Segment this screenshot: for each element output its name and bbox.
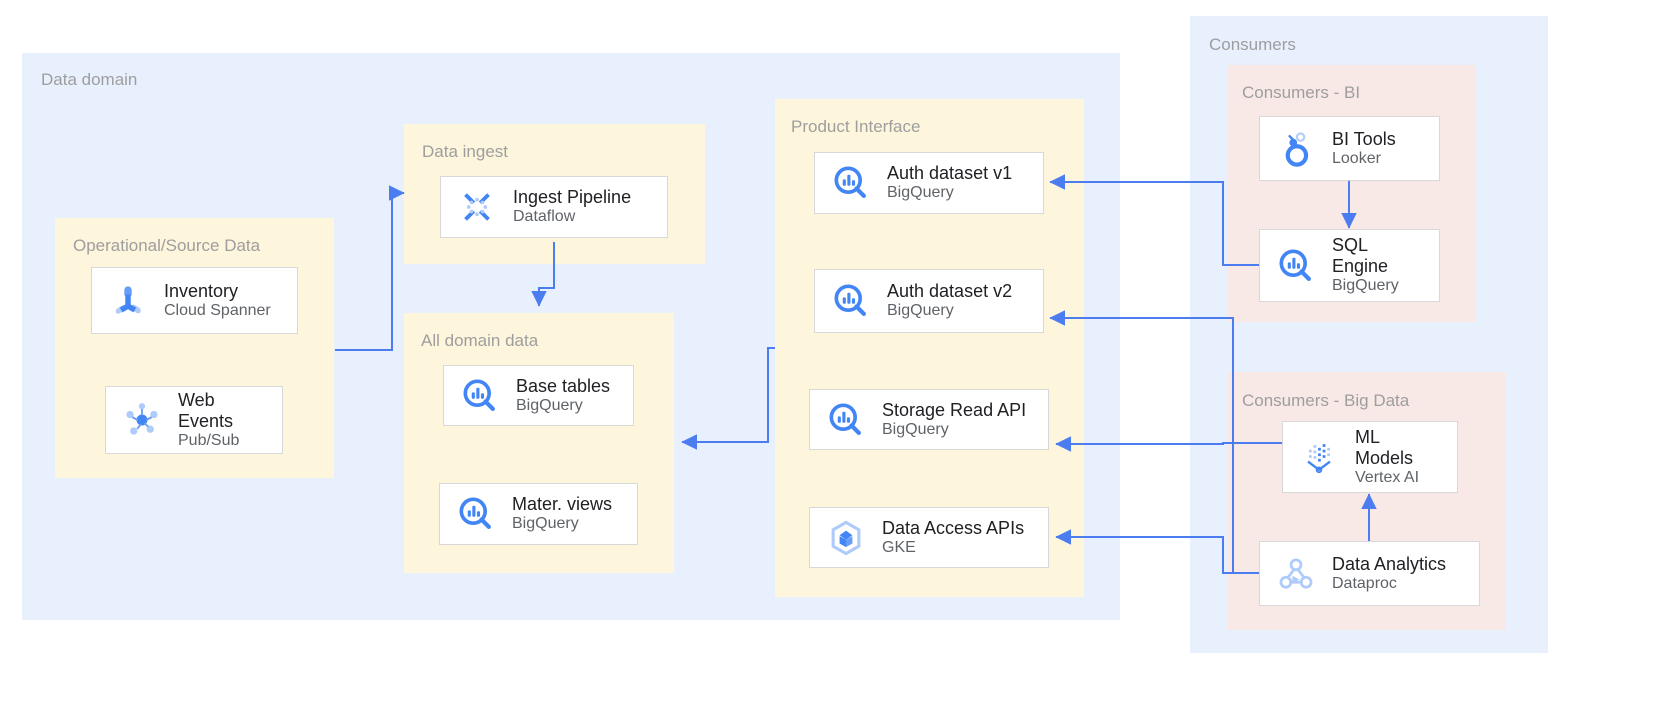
node-ml-models-text: ML Models Vertex AI <box>1355 427 1419 487</box>
node-base-tables[interactable]: Base tables BigQuery <box>443 365 634 426</box>
node-data-access-apis-subtitle: GKE <box>882 538 916 556</box>
node-storage-read-api-subtitle: BigQuery <box>882 420 949 438</box>
node-ingest-pipeline-title: Ingest Pipeline <box>513 187 632 208</box>
node-ingest-pipeline-text: Ingest Pipeline Dataflow <box>513 187 631 226</box>
node-data-access-apis[interactable]: Data Access APIs GKE <box>809 507 1049 568</box>
node-web-events-title-line2: Events <box>178 410 234 431</box>
node-mater-views-subtitle: BigQuery <box>512 515 579 533</box>
node-data-analytics-text: Data Analytics Dataproc <box>1332 554 1446 593</box>
node-ingest-pipeline-subtitle: Dataflow <box>513 208 576 226</box>
bigquery-icon <box>834 166 866 198</box>
panel-all-domain-data-label: All domain data <box>421 331 539 350</box>
dataflow-icon <box>464 193 490 221</box>
node-inventory[interactable]: Inventory Cloud Spanner <box>91 267 298 334</box>
node-storage-read-api-title: Storage Read API <box>882 399 1027 420</box>
node-auth-dataset-v1-text: Auth dataset v1 BigQuery <box>887 163 1012 202</box>
node-auth-dataset-v2-text: Auth dataset v2 BigQuery <box>887 281 1012 320</box>
bigquery-icon <box>1279 249 1311 281</box>
panel-data-ingest-label: Data ingest <box>422 142 508 161</box>
node-data-access-apis-text: Data Access APIs GKE <box>882 518 1024 557</box>
node-mater-views[interactable]: Mater. views BigQuery <box>439 483 638 545</box>
node-ml-models-title-line2: Models <box>1355 447 1414 468</box>
node-ml-models-subtitle: Vertex AI <box>1355 468 1420 486</box>
node-data-access-apis-title: Data Access APIs <box>882 517 1025 538</box>
panel-operational-source-label: Operational/Source Data <box>73 236 261 255</box>
node-web-events-title-line1: Web <box>178 389 215 410</box>
bigquery-icon <box>463 379 495 411</box>
node-sql-engine[interactable]: SQL Engine BigQuery <box>1259 229 1440 302</box>
dataproc-icon <box>1279 558 1313 589</box>
node-data-analytics[interactable]: Data Analytics Dataproc <box>1259 541 1480 606</box>
node-mater-views-text: Mater. views BigQuery <box>512 494 612 533</box>
node-inventory-text: Inventory Cloud Spanner <box>164 281 271 320</box>
node-bi-tools-text: BI Tools Looker <box>1332 129 1396 168</box>
node-data-analytics-title: Data Analytics <box>1332 553 1447 574</box>
node-storage-read-api-text: Storage Read API BigQuery <box>882 400 1026 439</box>
panel-consumers-label: Consumers <box>1209 35 1296 54</box>
panel-product-interface-label: Product Interface <box>791 117 921 136</box>
node-auth-dataset-v1[interactable]: Auth dataset v1 BigQuery <box>814 152 1044 214</box>
node-web-events-subtitle: Pub/Sub <box>178 431 240 449</box>
node-base-tables-subtitle: BigQuery <box>516 396 583 414</box>
cloud-spanner-icon <box>115 285 141 314</box>
bigquery-icon <box>834 284 866 316</box>
node-data-analytics-subtitle: Dataproc <box>1332 574 1397 592</box>
node-base-tables-text: Base tables BigQuery <box>516 376 610 415</box>
node-auth-dataset-v1-title: Auth dataset v1 <box>887 163 1013 184</box>
looker-icon <box>1285 131 1309 167</box>
pubsub-icon <box>126 403 158 435</box>
node-bi-tools[interactable]: BI Tools Looker <box>1259 116 1440 181</box>
bigquery-icon <box>829 403 861 435</box>
node-ml-models-title-line1: ML <box>1355 426 1381 447</box>
node-base-tables-title: Base tables <box>516 375 611 396</box>
node-sql-engine-title-line2: Engine <box>1332 256 1389 277</box>
bigquery-icon <box>459 497 491 529</box>
node-auth-dataset-v2-title: Auth dataset v2 <box>887 281 1013 302</box>
node-bi-tools-subtitle: Looker <box>1332 149 1381 167</box>
node-web-events-text: Web Events Pub/Sub <box>178 390 239 450</box>
gke-icon <box>831 520 861 555</box>
node-bi-tools-title: BI Tools <box>1332 128 1396 149</box>
node-mater-views-title: Mater. views <box>512 494 613 515</box>
node-sql-engine-title-line1: SQL <box>1332 235 1369 256</box>
panel-consumers-big-data-label: Consumers - Big Data <box>1242 391 1410 410</box>
node-inventory-subtitle: Cloud Spanner <box>164 301 271 319</box>
node-auth-dataset-v2[interactable]: Auth dataset v2 BigQuery <box>814 269 1044 333</box>
panel-consumers-bi-label: Consumers - BI <box>1242 83 1361 102</box>
node-storage-read-api[interactable]: Storage Read API BigQuery <box>809 389 1049 450</box>
node-inventory-title: Inventory <box>164 280 239 301</box>
node-web-events[interactable]: Web Events Pub/Sub <box>105 386 283 454</box>
node-ml-models[interactable]: ML Models Vertex AI <box>1282 421 1458 493</box>
node-sql-engine-subtitle: BigQuery <box>1332 277 1399 295</box>
node-auth-dataset-v1-subtitle: BigQuery <box>887 184 954 202</box>
node-auth-dataset-v2-subtitle: BigQuery <box>887 302 954 320</box>
node-ingest-pipeline[interactable]: Ingest Pipeline Dataflow <box>440 176 668 238</box>
vertex-ai-icon <box>1307 444 1331 474</box>
panel-data-domain-label: Data domain <box>41 70 138 89</box>
node-sql-engine-text: SQL Engine BigQuery <box>1332 235 1399 295</box>
